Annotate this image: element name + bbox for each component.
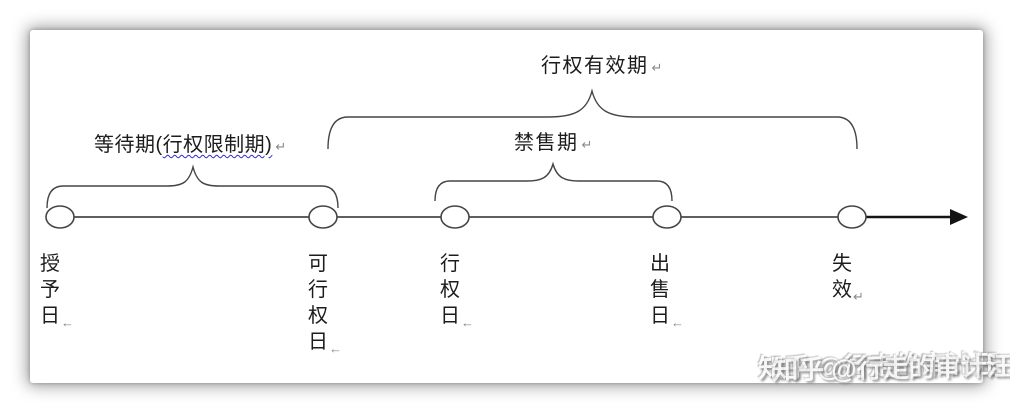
timeline-label-vesting-date: 可行权日 ← [308,251,342,356]
timeline-arrowhead-icon [950,209,968,225]
expiry-node [837,205,867,229]
exercise-date-node [440,205,470,229]
timeline-label-expiry: 失效 ↵ [832,251,864,304]
paragraph-mark-icon: ↵ [581,137,593,152]
waiting-period-label: 等待期(行权限制期)↵ [94,128,286,157]
validity-period-brace [327,88,858,150]
paragraph-mark-icon: ↵ [853,289,864,304]
expiry-text: 失效 [832,253,852,301]
validity-period-label: 行权有效期↵ [541,49,662,78]
lockup-period-brace [434,161,673,202]
sale-date-text: 出售日 [650,253,670,327]
zhihu-watermark: 知乎 @行走的审计汪 知乎 @行走的审计汪 [758,346,1010,386]
document-page [30,30,983,383]
paragraph-mark-icon: ↵ [651,60,663,75]
grant-date-text: 授予日 [40,253,60,327]
waiting-period-brace [46,164,339,209]
timeline-label-exercise-date: 行权日 ← [440,251,474,330]
waiting-period-underlined-text: 行权限制期) [162,134,273,156]
vesting-date-text: 可行权日 [308,253,328,353]
timeline-label-sale-date: 出售日 ← [650,251,684,330]
exercise-date-text: 行权日 [440,253,460,327]
line-break-mark-icon: ← [61,315,74,330]
line-break-mark-icon: ← [671,315,684,330]
paragraph-mark-icon: ↵ [275,139,287,154]
validity-period-text: 行权有效期 [541,55,649,77]
waiting-period-prefix: 等待期( [94,134,163,156]
line-break-mark-icon: ← [329,341,342,356]
timeline-label-grant-date: 授予日 ← [40,251,74,330]
line-break-mark-icon: ← [461,315,474,330]
lockup-period-text: 禁售期 [514,132,579,154]
lockup-period-label: 禁售期↵ [514,126,592,155]
vesting-date-node [308,205,338,229]
zhihu-watermark-text-ghost: 知乎 @行走的审计汪 [771,350,1010,386]
sale-date-node [652,205,682,229]
grant-date-node [45,205,75,229]
